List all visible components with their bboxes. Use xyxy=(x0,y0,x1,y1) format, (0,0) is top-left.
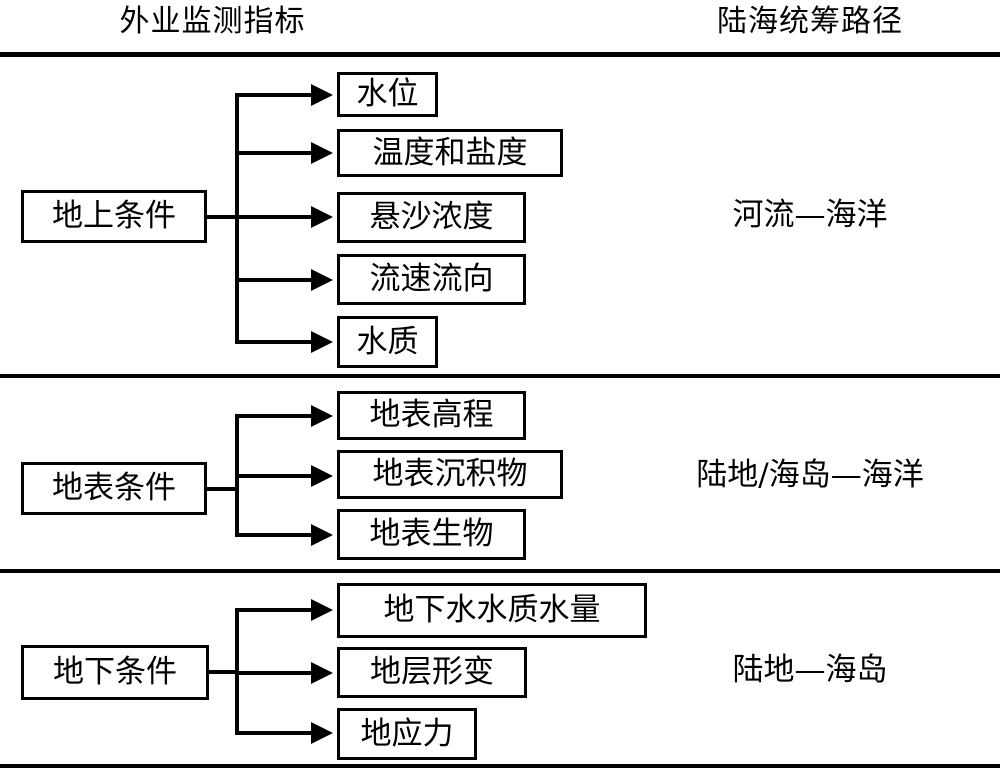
indicator-node-3-2[interactable]: 地层形变 xyxy=(337,647,527,698)
indicator-node-2-2[interactable]: 地表沉积物 xyxy=(337,450,563,499)
indicator-node-3-3[interactable]: 地应力 xyxy=(337,708,477,760)
connector-source-stub-3 xyxy=(209,670,239,674)
connector-branch-2-2 xyxy=(235,474,313,478)
connector-branch-3-1 xyxy=(235,608,313,612)
connector-branch-2-1 xyxy=(235,414,313,418)
indicator-node-1-1[interactable]: 水位 xyxy=(337,72,438,117)
connector-branch-1-2 xyxy=(235,151,313,155)
arrow-icon-2-1 xyxy=(311,405,333,427)
path-label-2: 陆地/海岛—海洋 xyxy=(696,457,924,493)
indicator-node-2-1[interactable]: 地表高程 xyxy=(337,391,526,440)
source-node-above-ground[interactable]: 地上条件 xyxy=(21,190,207,243)
indicator-node-2-3[interactable]: 地表生物 xyxy=(337,509,526,560)
connector-branch-1-4 xyxy=(235,278,313,282)
connector-branch-1-3 xyxy=(235,215,313,219)
source-node-underground[interactable]: 地下条件 xyxy=(21,645,209,700)
indicator-node-1-2[interactable]: 温度和盐度 xyxy=(337,129,563,177)
indicator-node-1-4[interactable]: 流速流向 xyxy=(337,254,526,305)
arrow-icon-2-3 xyxy=(311,524,333,546)
arrow-icon-1-5 xyxy=(311,331,333,353)
arrow-icon-1-3 xyxy=(311,206,333,228)
arrow-icon-1-2 xyxy=(311,142,333,164)
arrow-icon-1-4 xyxy=(311,269,333,291)
section-divider-rule-1 xyxy=(0,374,1000,378)
bottom-rule xyxy=(0,764,1000,768)
column-header-indicators: 外业监测指标 xyxy=(119,4,306,39)
section-divider-rule-2 xyxy=(0,569,1000,573)
connector-branch-2-3 xyxy=(235,533,313,537)
connector-source-stub-2 xyxy=(207,487,239,491)
indicator-node-3-1[interactable]: 地下水水质水量 xyxy=(337,583,647,638)
indicator-node-1-3[interactable]: 悬沙浓度 xyxy=(337,192,526,243)
path-label-1: 河流—海洋 xyxy=(732,197,888,233)
connector-branch-1-1 xyxy=(235,93,313,97)
path-label-3: 陆地—海岛 xyxy=(732,652,888,688)
header-divider-rule xyxy=(0,52,1000,57)
arrow-icon-3-3 xyxy=(311,722,333,744)
arrow-icon-1-1 xyxy=(311,84,333,106)
column-header-paths: 陆海统筹路径 xyxy=(717,4,903,39)
connector-branch-3-3 xyxy=(235,731,313,735)
connector-source-stub-1 xyxy=(207,215,239,219)
arrow-icon-3-2 xyxy=(311,662,333,684)
arrow-icon-3-1 xyxy=(311,599,333,621)
indicator-node-1-5[interactable]: 水质 xyxy=(337,316,438,368)
source-node-surface[interactable]: 地表条件 xyxy=(21,462,207,515)
connector-branch-1-5 xyxy=(235,340,313,344)
connector-branch-3-2 xyxy=(235,671,313,675)
arrow-icon-2-2 xyxy=(311,465,333,487)
